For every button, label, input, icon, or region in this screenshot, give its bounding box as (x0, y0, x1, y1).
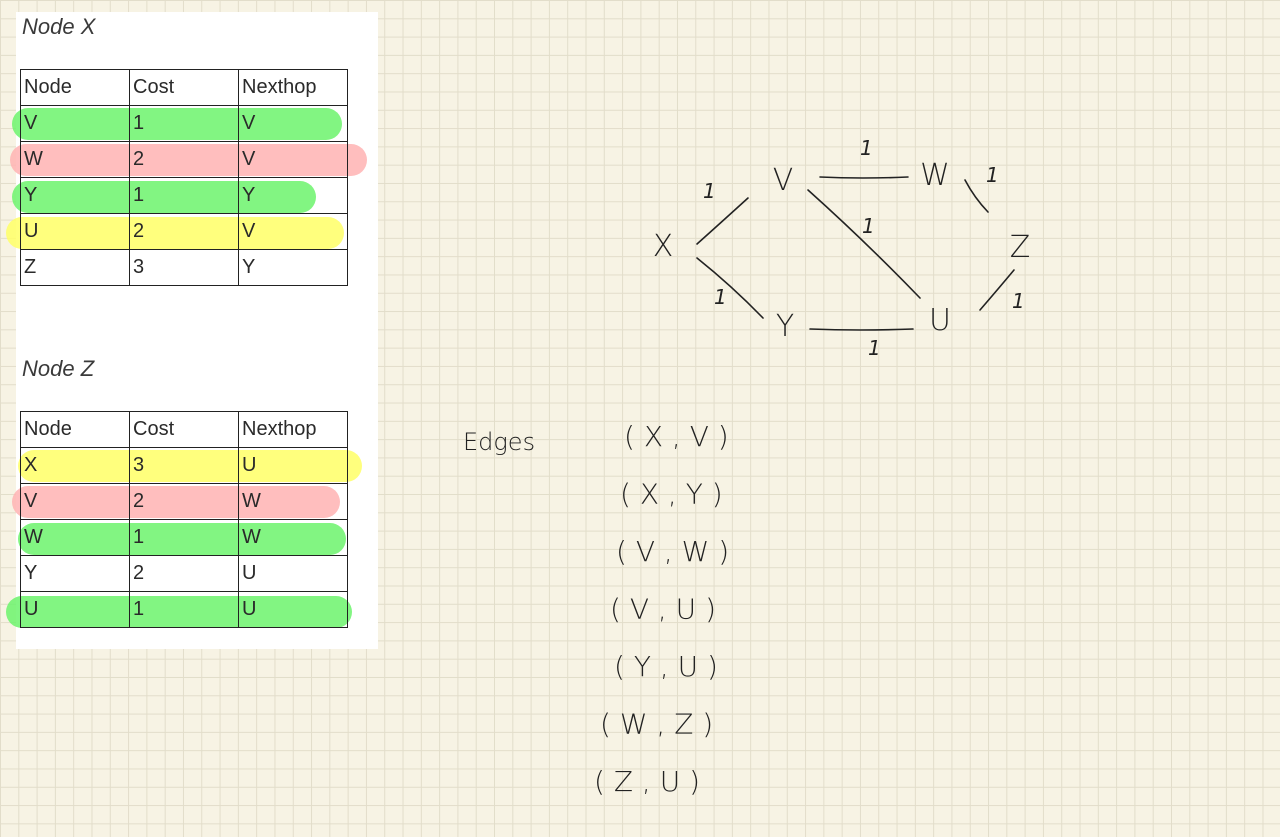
node-x-title: Node X (22, 14, 96, 39)
edge-v-w (819, 176, 909, 179)
node-z-title: Node Z (22, 356, 95, 381)
edge-weight-label: 1 (703, 179, 716, 203)
graph-node-u: U (929, 303, 951, 338)
edge-list-item: ( W , Z ) (600, 708, 713, 741)
edge-list-item: ( X , Y ) (620, 478, 723, 511)
edge-weight-label: 1 (714, 285, 727, 309)
graph-node-w: W (920, 158, 950, 193)
edge-x-v (696, 197, 749, 245)
edge-list-item: ( Z , U ) (594, 765, 700, 798)
cell-nexthop: Y (238, 249, 348, 286)
edge-list-item: ( V , W ) (616, 535, 729, 568)
edge-weight-label: 1 (868, 336, 881, 360)
edge-z-u (979, 269, 1015, 311)
edge-list-item: ( Y , U ) (614, 650, 718, 683)
edge-w-z (964, 179, 989, 213)
cell-node: U (20, 591, 130, 628)
cell-cost: 1 (129, 105, 239, 142)
cell-cost: 2 (129, 213, 239, 250)
edge-weight-label: 1 (986, 163, 999, 187)
edge-x-y (696, 257, 764, 319)
cell-node: V (20, 483, 130, 520)
cell-nexthop: W (238, 483, 348, 520)
column-header: Node (20, 69, 130, 106)
cell-nexthop: U (238, 447, 348, 484)
edge-weight-label: 1 (860, 136, 873, 160)
cell-cost: 1 (129, 591, 239, 628)
cell-node: Y (20, 555, 130, 592)
cell-nexthop: U (238, 555, 348, 592)
graph-node-v: V (773, 163, 794, 198)
edge-weight-label: 1 (862, 214, 875, 238)
cell-node: U (20, 213, 130, 250)
edges-heading: Edges (463, 428, 535, 456)
cell-cost: 1 (129, 177, 239, 214)
cell-node: V (20, 105, 130, 142)
edge-y-u (809, 328, 914, 331)
graph-node-z: Z (1010, 230, 1031, 265)
edge-v-u (807, 189, 921, 299)
column-header: Node (20, 411, 130, 448)
column-header: Nexthop (238, 69, 348, 106)
edge-list-item: ( V , U ) (610, 593, 716, 626)
graph-node-y: Y (776, 309, 794, 344)
edge-weight-label: 1 (1012, 289, 1025, 313)
cell-cost: 3 (129, 249, 239, 286)
cell-nexthop: Y (238, 177, 348, 214)
edge-list-item: ( X , V ) (624, 420, 729, 453)
graph-node-x: X (653, 229, 674, 264)
cell-nexthop: U (238, 591, 348, 628)
cell-cost: 3 (129, 447, 239, 484)
